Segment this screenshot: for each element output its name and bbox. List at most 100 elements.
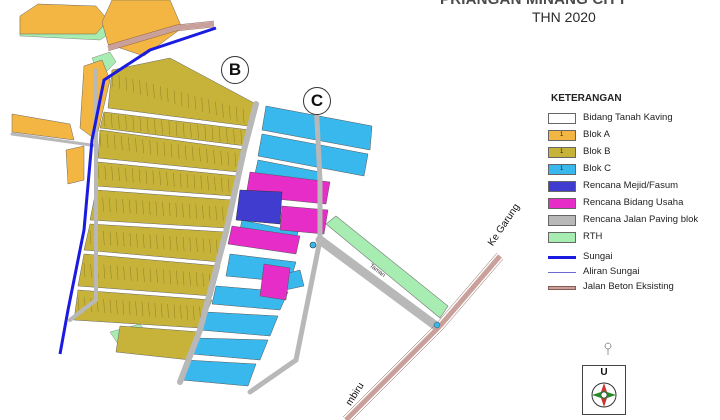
lot-line	[139, 117, 142, 132]
lot-line	[180, 91, 183, 107]
lot-line	[176, 270, 178, 285]
lot-line	[146, 82, 148, 97]
lot-line	[188, 203, 191, 219]
lot-line	[219, 127, 221, 142]
legend-label: Aliran Sungai	[583, 266, 640, 277]
lot-line	[176, 236, 178, 251]
lot-line	[190, 123, 192, 138]
lot-line	[192, 146, 194, 161]
lot-line	[185, 145, 187, 160]
lot-line	[204, 125, 206, 140]
legend-title: KETERANGAN	[551, 93, 622, 104]
legend-line-item: Aliran Sungai	[548, 265, 718, 281]
legend-label: Bidang Tanah Kaving	[583, 112, 673, 123]
legend-item: RTH	[548, 230, 718, 246]
lot-line	[147, 118, 149, 133]
lot-line	[234, 152, 237, 167]
lot-line	[122, 198, 124, 214]
lot-line	[167, 303, 169, 319]
lot-line	[222, 206, 224, 221]
lot-line	[123, 266, 125, 281]
lot-line	[129, 199, 131, 214]
lot-line	[136, 267, 138, 282]
legend-swatch-marker: 1	[560, 166, 564, 172]
lot-line	[106, 134, 109, 149]
lot-line	[175, 121, 178, 137]
lot-line	[229, 105, 231, 120]
lot-line	[121, 136, 123, 151]
lot-line	[111, 113, 113, 128]
lot-line	[128, 137, 130, 152]
lot-line	[173, 172, 175, 187]
lot-line	[201, 97, 203, 112]
lot-line	[149, 268, 152, 283]
lot-line	[169, 235, 171, 251]
lot-line	[240, 130, 242, 145]
lot-line	[182, 236, 185, 252]
legend-item: Rencana Bidang Usaha	[548, 196, 718, 212]
lot-line	[227, 151, 229, 166]
lot-line	[138, 169, 141, 184]
lot-line	[168, 202, 171, 217]
lot-line	[154, 119, 156, 134]
lot-line	[162, 235, 165, 250]
lot-line	[149, 140, 151, 155]
lot-line	[135, 301, 137, 316]
map-title: PRIANGAN MINANG CITY	[440, 0, 627, 8]
lot-line	[83, 262, 86, 278]
lot-line	[109, 299, 112, 314]
lot-line	[109, 231, 112, 246]
lot-line	[189, 237, 191, 252]
lot-line	[180, 304, 182, 320]
lot-line	[180, 173, 182, 188]
legend-swatch-marker: 1	[560, 149, 564, 155]
legend-item: Bidang Tanah Kaving	[548, 111, 718, 127]
lot-line	[132, 168, 134, 183]
lot-line	[110, 265, 112, 280]
lot-line	[159, 171, 161, 186]
lot-line	[116, 265, 119, 280]
lot-line	[193, 174, 196, 189]
lot-line	[123, 232, 125, 247]
junction-marker	[433, 321, 441, 329]
lot-line	[139, 80, 141, 95]
lot-line	[220, 150, 222, 165]
blok-b-area	[73, 57, 257, 361]
lot-line	[226, 128, 228, 143]
lot-line	[143, 267, 145, 282]
lot-line	[122, 300, 124, 315]
lot-line	[211, 126, 214, 141]
lot-line	[169, 270, 171, 285]
legend-swatch	[548, 232, 576, 243]
lot-line	[130, 266, 132, 281]
lot-line	[168, 121, 170, 136]
lot-line	[154, 302, 156, 318]
lot-line	[118, 114, 120, 129]
lot-line	[141, 301, 144, 317]
lot-line	[183, 122, 185, 137]
legend-label: Rencana Jalan Paving blok	[583, 214, 699, 225]
lot-line	[104, 165, 107, 180]
lot-line	[118, 74, 121, 89]
legend-label: Blok B	[583, 146, 611, 157]
lot-line	[103, 230, 105, 246]
lot-line	[142, 200, 144, 215]
lot-line	[149, 234, 152, 249]
north-compass: U	[582, 365, 626, 415]
legend-line-swatch	[548, 286, 576, 290]
legend-swatch	[548, 215, 576, 226]
lot-line	[166, 171, 168, 187]
lot-line	[206, 148, 208, 163]
lot-line	[116, 299, 118, 315]
lot-line	[148, 302, 150, 317]
lot-line	[155, 201, 158, 216]
lot-line	[242, 109, 245, 124]
lot-line	[116, 231, 118, 247]
map-subtitle: THN 2020	[532, 9, 596, 25]
legend-swatch: 1	[548, 130, 576, 141]
lot-line	[156, 234, 158, 250]
